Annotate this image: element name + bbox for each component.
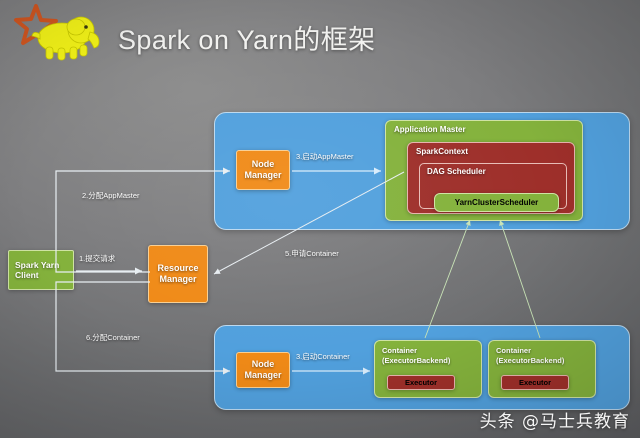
- flow-label-step7: 3.启动Container: [296, 352, 350, 361]
- node-manager-bottom[interactable]: Node Manager: [236, 352, 290, 388]
- flow-label-step1: 1.提交请求: [79, 254, 116, 263]
- flow-label-step5: 5.申请Container: [285, 249, 339, 258]
- page-title: Spark on Yarn的框架: [118, 25, 376, 55]
- container-2-label: Container (ExecutorBackend): [496, 346, 565, 365]
- dag-scheduler-label: DAG Scheduler: [427, 167, 486, 176]
- node-manager-bottom-label: Node Manager: [244, 359, 282, 380]
- node-manager-top-label: Node Manager: [244, 159, 282, 180]
- executor-chip-1[interactable]: Executor: [387, 375, 455, 390]
- yarn-cluster-scheduler-box[interactable]: YarnClusterScheduler: [434, 193, 559, 212]
- yarn-cluster-scheduler-label: YarnClusterScheduler: [454, 198, 539, 207]
- flow-label-step6: 6.分配Container: [86, 333, 140, 342]
- spark-yarn-client-label: Spark Yarn Client: [15, 259, 60, 280]
- container-box-1[interactable]: Container (ExecutorBackend) Executor: [374, 340, 482, 398]
- flow-label-step3: 3.启动AppMaster: [296, 152, 354, 161]
- executor-chip-2[interactable]: Executor: [501, 375, 569, 390]
- node-manager-top[interactable]: Node Manager: [236, 150, 290, 190]
- watermark: 头条 @马士兵教育: [479, 412, 630, 432]
- spark-yarn-client-box[interactable]: Spark Yarn Client: [8, 250, 74, 290]
- application-master-label: Application Master: [394, 125, 466, 134]
- spark-context-label: SparkContext: [416, 147, 469, 156]
- flow-label-step2: 2.分配AppMaster: [82, 191, 140, 200]
- resource-manager-box[interactable]: Resource Manager: [148, 245, 208, 303]
- resource-manager-label: Resource Manager: [157, 263, 199, 284]
- container-1-label: Container (ExecutorBackend): [382, 346, 451, 365]
- hadoop-elephant-logo: [6, 2, 110, 74]
- container-box-2[interactable]: Container (ExecutorBackend) Executor: [488, 340, 596, 398]
